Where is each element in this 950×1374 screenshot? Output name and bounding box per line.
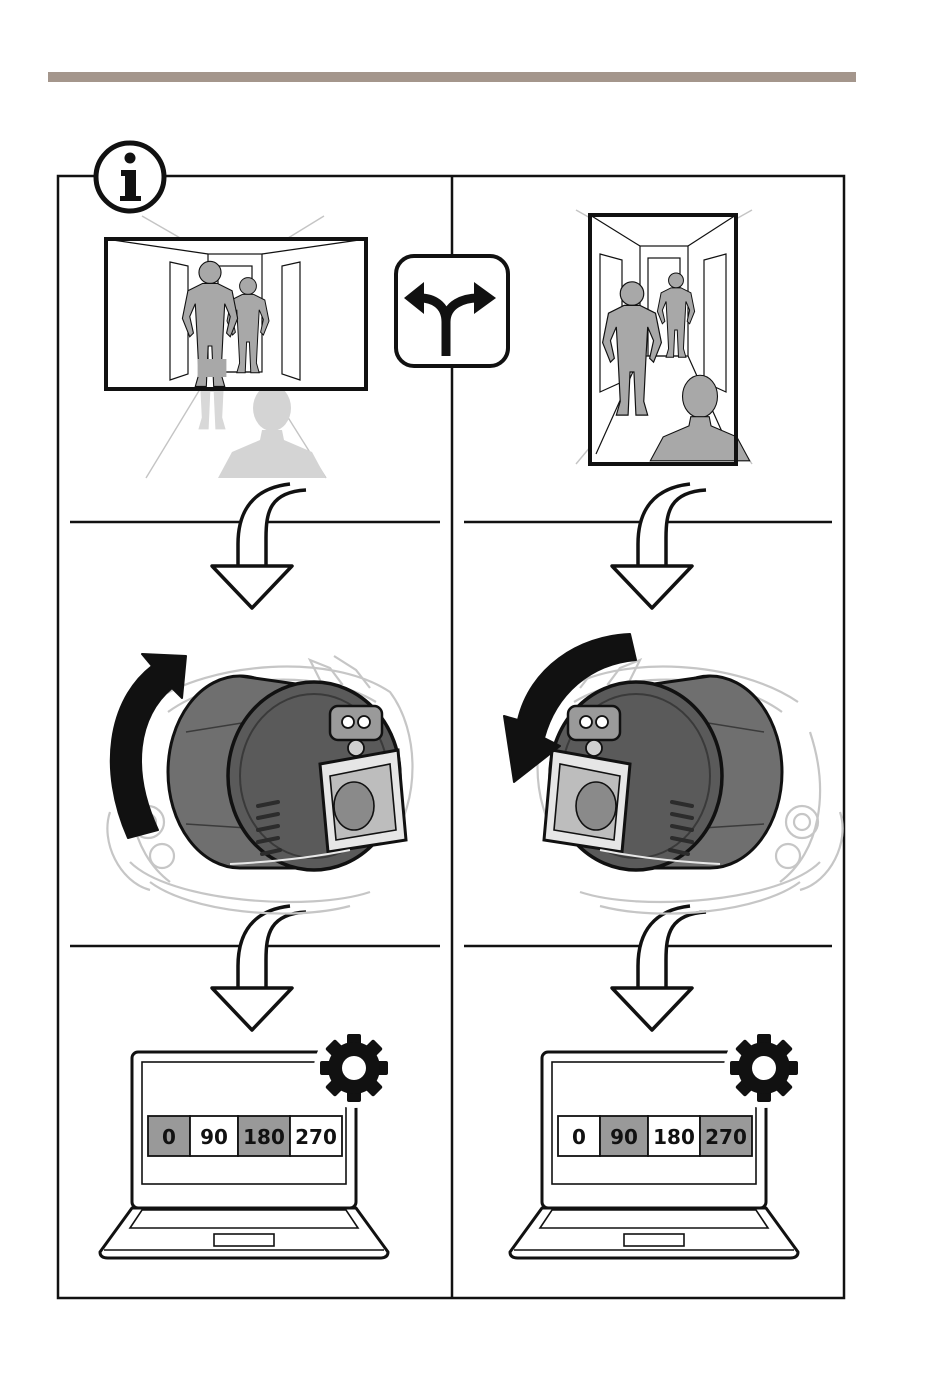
- info-icon: [96, 143, 164, 211]
- rotation-option-180[interactable]: 180: [238, 1116, 290, 1156]
- camera-icon-right: [538, 656, 843, 914]
- rotation-option-label: 270: [705, 1125, 747, 1149]
- rotation-option-90[interactable]: 90: [190, 1116, 238, 1156]
- rotation-selector-right: 0 90 180 270: [558, 1116, 752, 1156]
- rotation-option-270[interactable]: 270: [290, 1116, 342, 1156]
- header-rule: [48, 72, 856, 82]
- rotation-option-0[interactable]: 0: [558, 1116, 600, 1156]
- split-arrow-icon: [396, 256, 508, 366]
- rotation-option-label: 0: [572, 1125, 586, 1149]
- step-arrow-right-1: [612, 484, 706, 608]
- rotation-option-label: 90: [610, 1125, 638, 1149]
- rotation-selector-left: 0 90 180 270: [148, 1116, 342, 1156]
- rotation-option-270[interactable]: 270: [700, 1116, 752, 1156]
- step-arrow-right-2: [612, 906, 706, 1030]
- rotation-option-label: 0: [162, 1125, 176, 1149]
- rotation-option-label: 180: [653, 1125, 695, 1149]
- rotation-option-90[interactable]: 90: [600, 1116, 648, 1156]
- gear-icon-right: [724, 1028, 804, 1108]
- gear-icon-left: [314, 1028, 394, 1108]
- portrait-view: [576, 210, 752, 464]
- rotation-option-180[interactable]: 180: [648, 1116, 700, 1156]
- rotation-option-label: 270: [295, 1125, 337, 1149]
- rotation-option-0[interactable]: 0: [148, 1116, 190, 1156]
- rotation-option-label: 180: [243, 1125, 285, 1149]
- rotation-option-label: 90: [200, 1125, 228, 1149]
- step-arrow-left-2: [212, 906, 306, 1030]
- step-arrow-left-1: [212, 484, 306, 608]
- landscape-view: [106, 216, 366, 478]
